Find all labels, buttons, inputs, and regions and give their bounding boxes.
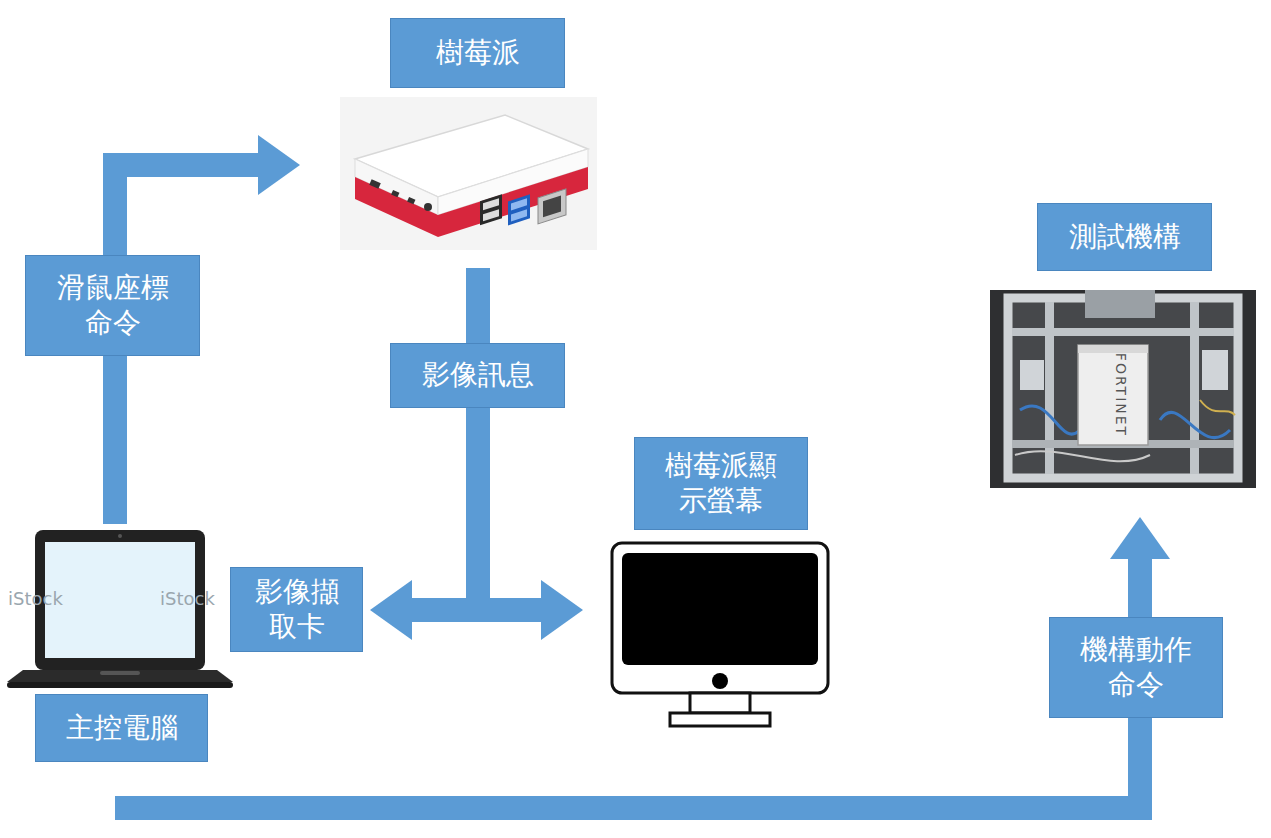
connector-shaft <box>115 558 1140 808</box>
connector-arrow <box>370 268 478 640</box>
edge-label-box: 影像擷取卡 <box>230 567 363 652</box>
component-node: 樹莓派顯示螢幕 <box>610 437 830 728</box>
component-node: 測試機構 <box>990 203 1256 488</box>
device-logo: FORTINET <box>1113 353 1129 437</box>
monitor-illustration <box>612 543 828 726</box>
test-fixture-illustration <box>990 290 1256 488</box>
node-title: 樹莓派顯示螢幕 <box>655 449 787 517</box>
laptop-illustration <box>7 530 233 688</box>
node-title: 主控電腦 <box>66 711 178 745</box>
watermark-text: iStock <box>8 588 63 609</box>
watermark-text-text: iStock <box>8 588 63 609</box>
label-box: 樹莓派顯示螢幕 <box>634 437 808 530</box>
attach-area <box>340 97 597 250</box>
arrow-head <box>370 580 412 640</box>
connector-shaft <box>478 268 542 610</box>
edge-label-box: 影像訊息 <box>390 343 565 408</box>
component-node: 樹莓派 <box>340 18 597 250</box>
arrow-head <box>1110 517 1170 559</box>
edge-label: 機構動作命令 <box>1070 633 1202 701</box>
connector-arrow <box>478 268 583 640</box>
label-box: 樹莓派 <box>390 18 565 88</box>
attach-area <box>5 530 233 688</box>
edge-label: 影像擷取卡 <box>245 575 348 643</box>
attach-area <box>610 542 830 728</box>
label-box: 測試機構 <box>1037 203 1212 271</box>
arrow-head <box>258 135 300 195</box>
node-title: 測試機構 <box>1069 220 1181 254</box>
label-box: 主控電腦 <box>35 694 208 762</box>
connector-arrow <box>115 517 1170 808</box>
edge-label: 影像訊息 <box>422 358 534 392</box>
raspberry-pi-illustration <box>340 97 597 250</box>
component-node: 主控電腦 <box>5 530 233 762</box>
watermark-text: iStock <box>160 588 215 609</box>
edge-label-box: 滑鼠座標命令 <box>25 255 200 356</box>
arrow-head <box>541 580 583 640</box>
device-logo-text: FORTINET <box>1113 353 1129 437</box>
edge-label: 滑鼠座標命令 <box>46 271 179 339</box>
watermark-text-text: iStock <box>160 588 215 609</box>
node-title: 樹莓派 <box>436 36 520 70</box>
edge-label-box: 機構動作命令 <box>1049 617 1223 718</box>
